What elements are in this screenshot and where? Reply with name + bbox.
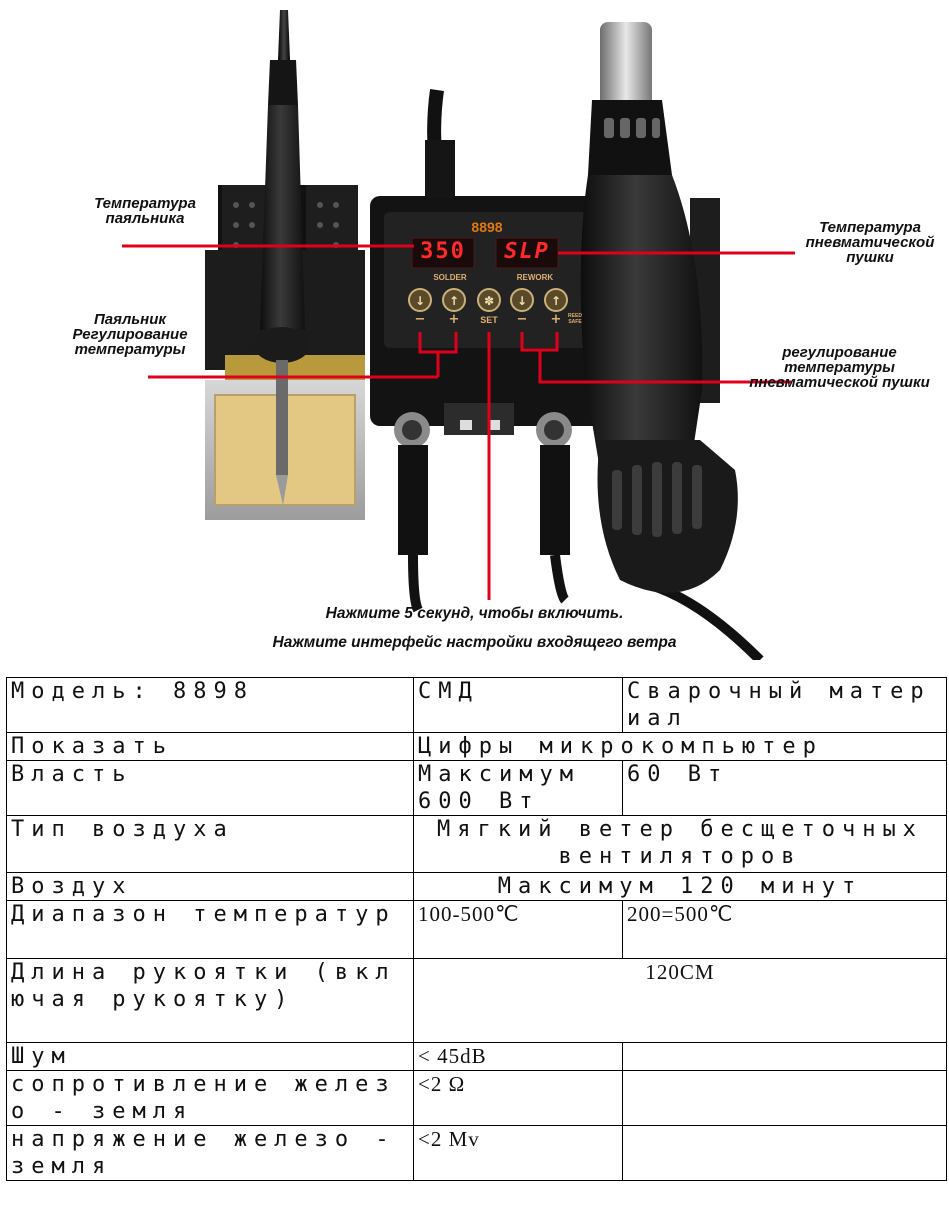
spec-value-display: Цифры микрокомпьютер	[413, 732, 947, 761]
svg-text:↓: ↓	[517, 294, 527, 308]
callout-gun-adjust: регулирование температуры пневматической…	[749, 344, 930, 391]
spec-value-voltage-empty	[622, 1125, 947, 1181]
spec-value-smd: СМД	[413, 677, 623, 733]
caption-press-wind: Нажмите интерфейс настройки входящего ве…	[272, 634, 677, 651]
solder-minus-label: −	[414, 312, 426, 327]
callout-iron-adjust: Паяльник Регулирование температуры	[72, 311, 188, 358]
control-box: ↓ ↑ ✽ ↓ ↑	[370, 196, 602, 435]
rework-label: REWORK	[516, 273, 554, 282]
table-row: Показать Цифры микрокомпьютер	[6, 732, 947, 761]
table-row: напряжение железо - земля <2 Mv	[6, 1125, 947, 1181]
spec-value-power-gun: Максимум 600 Вт	[413, 760, 623, 816]
hot-air-gun	[580, 22, 738, 593]
callout-iron-temp: Температура паяльника	[94, 195, 196, 227]
product-photo: ↓ ↑ ✽ ↓ ↑ 8898 350 SLP	[72, 10, 935, 664]
solder-display: 350	[420, 239, 466, 264]
callout-gun-temp: Температура пневматической пушки	[805, 219, 935, 266]
spec-value-air: Максимум 120 минут	[413, 872, 947, 901]
spec-label-temp-range: Диапазон температур	[6, 900, 414, 959]
rework-plus-label: +	[550, 312, 562, 327]
spec-value-noise: < 45dB	[413, 1042, 623, 1071]
reed-safe-label: REED SAFE	[568, 313, 582, 325]
spec-value-air-type: Мягкий ветер бесщеточных вентиляторов	[413, 815, 947, 873]
spec-label-handle-length: Длина рукоятки (включая рукоятку)	[6, 958, 414, 1043]
solder-plus-label: +	[448, 312, 460, 327]
svg-text:↑: ↑	[449, 294, 459, 308]
rework-display: SLP	[504, 239, 550, 264]
spec-label-noise: Шум	[6, 1042, 414, 1071]
table-row: Тип воздуха Мягкий ветер бесщеточных вен…	[6, 815, 947, 873]
soldering-iron	[254, 10, 310, 505]
spec-label-model: Модель: 8898	[6, 677, 414, 733]
model-badge: 8898	[471, 219, 503, 235]
callout-lines	[122, 244, 795, 600]
set-label: SET	[480, 315, 498, 325]
spec-label-air-type: Тип воздуха	[6, 815, 414, 873]
table-row: Диапазон температур 100-500℃ 200=500℃	[6, 900, 947, 959]
spec-value-resistance: <2 Ω	[413, 1070, 623, 1126]
spec-label-voltage: напряжение железо - земля	[6, 1125, 414, 1181]
rework-minus-label: −	[516, 312, 528, 327]
svg-text:↓: ↓	[415, 294, 425, 308]
spec-value-noise-empty	[622, 1042, 947, 1071]
spec-label-power: Власть	[6, 760, 414, 816]
table-row: Модель: 8898 СМД Сварочный материал	[6, 677, 947, 733]
spec-label-resistance: сопротивление железо - земля	[6, 1070, 414, 1126]
spec-value-handle-length: 120CM	[413, 958, 947, 1043]
spec-value-voltage: <2 Mv	[413, 1125, 623, 1181]
spec-label-air: Воздух	[6, 872, 414, 901]
svg-text:↑: ↑	[551, 294, 561, 308]
svg-text:✽: ✽	[484, 294, 494, 308]
spec-value-temp-gun: 200=500℃	[622, 900, 947, 959]
spec-value-resistance-empty	[622, 1070, 947, 1126]
table-row: Власть Максимум 600 Вт 60 Вт	[6, 760, 947, 816]
spec-value-power-iron: 60 Вт	[622, 760, 947, 816]
table-row: сопротивление железо - земля <2 Ω	[6, 1070, 947, 1126]
table-row: Воздух Максимум 120 минут	[6, 872, 947, 901]
spec-table: Модель: 8898 СМД Сварочный материал Пока…	[6, 677, 947, 1181]
solder-label: SOLDER	[433, 273, 467, 282]
table-row: Шум < 45dB	[6, 1042, 947, 1071]
table-row: Длина рукоятки (включая рукоятку) 120CM	[6, 958, 947, 1043]
spec-value-material: Сварочный материал	[622, 677, 947, 733]
caption-press-5s: Нажмите 5 секунд, чтобы включить.	[325, 605, 624, 622]
spec-label-display: Показать	[6, 732, 414, 761]
spec-value-temp-iron: 100-500℃	[413, 900, 623, 959]
